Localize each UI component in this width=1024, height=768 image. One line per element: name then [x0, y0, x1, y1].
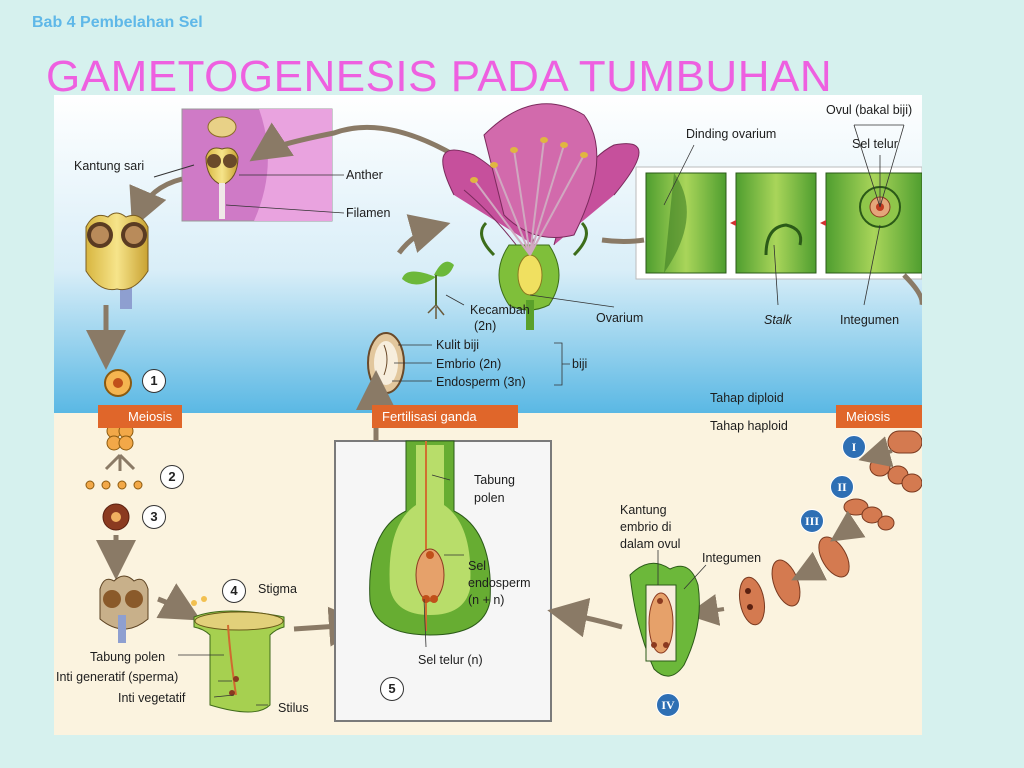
biji-label: biji [572, 357, 588, 371]
kantung-embrio-label-2: embrio di [620, 520, 672, 534]
sel-telur-top-label: Sel telur [852, 137, 898, 151]
kantung-embrio-label-3: dalam ovul [620, 537, 681, 551]
meiosis-left-band: Meiosis [98, 405, 183, 428]
embrio-label: Embrio (2n) [436, 357, 502, 371]
page-title: GAMETOGENESIS PADA TUMBUHAN [46, 52, 833, 101]
fertilisasi-ganda-band: Fertilisasi ganda [372, 405, 518, 428]
seedling-illustration [402, 261, 454, 319]
anther-inset [181, 108, 333, 222]
sel-endosperm-label-2: endosperm [468, 576, 531, 590]
pistil-illustration [193, 610, 285, 713]
step-3-badge: 3 [142, 505, 166, 529]
step-4-badge: 4 [222, 579, 246, 603]
stigma-label: Stigma [258, 582, 297, 596]
inti-vegetatif-label: Inti vegetatif [118, 691, 186, 705]
kantung-embrio-label-1: Kantung [620, 503, 667, 517]
inti-generatif-label: Inti generatif (sperma) [56, 670, 179, 684]
stalk-label: Stalk [764, 313, 792, 327]
ovul-label: Ovul (bakal biji) [826, 103, 913, 117]
sel-telur-n-label: Sel telur (n) [418, 653, 483, 667]
kecambah-ploidy-label: (2n) [474, 319, 497, 333]
stilus-label: Stilus [278, 701, 309, 715]
kantung-sari-label: Kantung sari [74, 159, 145, 173]
ovary-strip [635, 166, 922, 280]
ovule-illustration [629, 562, 700, 677]
integumen-mid-label: Integumen [702, 551, 762, 565]
sel-endosperm-label-3: (n + n) [468, 593, 505, 607]
step-III-badge: III [800, 509, 824, 533]
dinding-ovarium-label: Dinding ovarium [686, 127, 777, 141]
sel-endosperm-label-1: Sel [468, 559, 487, 573]
step-5-badge: 5 [380, 677, 404, 701]
kecambah-label: Kecambah [470, 303, 530, 317]
tabung-polen-top-label-1: Tabung [474, 473, 516, 487]
anther-label: Anther [346, 168, 383, 182]
fertilization-box [334, 440, 552, 722]
step-II-badge: II [830, 475, 854, 499]
flower-illustration [442, 103, 640, 330]
meiosis-right-band: Meiosis [836, 405, 922, 428]
chapter-header: Bab 4 Pembelahan Sel [32, 14, 203, 31]
kulit-biji-label: Kulit biji [436, 338, 480, 352]
tahap-haploid-label: Tahap haploid [710, 419, 788, 433]
tabung-polen-label: Tabung polen [90, 650, 166, 664]
tahap-diploid-label: Tahap diploid [710, 391, 784, 405]
diagram-illustration [54, 95, 922, 735]
step-I-badge: I [842, 435, 866, 459]
filamen-label: Filamen [346, 206, 391, 220]
kantung-sari-illustration [85, 212, 149, 309]
endosperm-label: Endosperm (3n) [436, 375, 526, 389]
ovarium-label: Ovarium [596, 311, 644, 325]
step-1-badge: 1 [142, 369, 166, 393]
step-IV-badge: IV [656, 693, 680, 717]
tabung-polen-top-label-2: polen [474, 491, 505, 505]
integumen-top-label: Integumen [840, 313, 900, 327]
step-2-badge: 2 [160, 465, 184, 489]
gametogenesis-diagram: Kantung sari Anther Filamen Dinding ovar… [54, 95, 922, 735]
